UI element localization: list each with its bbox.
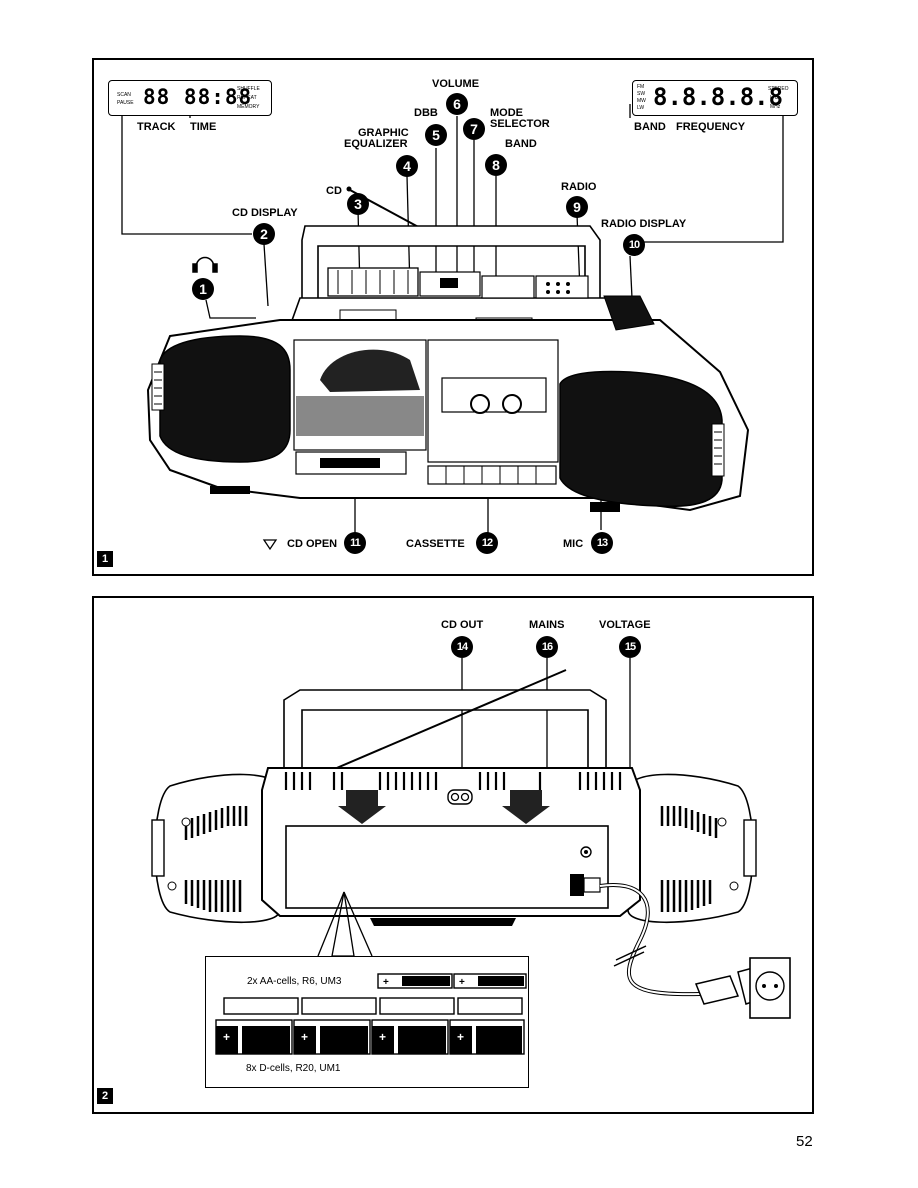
radio-display-illustration: FM SW MW LW 8.8.8.8.8 STEREO kHz MHz: [632, 80, 798, 116]
svg-text:+: +: [379, 1030, 386, 1044]
callout-8: 8: [485, 154, 507, 176]
callout-11: 11: [344, 532, 366, 554]
label-selector: SELECTOR: [490, 118, 550, 130]
cd-indicator-repeat: REPEAT: [237, 95, 257, 101]
callout-16: 16: [536, 636, 558, 658]
cd-indicator-shuffle: SHUFFLE: [237, 86, 260, 92]
label-volume: VOLUME: [432, 78, 480, 90]
radio-indicator-mw: MW: [637, 98, 646, 104]
svg-text:+: +: [301, 1030, 308, 1044]
frequency-label: FREQUENCY: [676, 121, 746, 133]
page-number: 52: [796, 1133, 813, 1150]
battery-d-label: 8x D-cells, R20, UM1: [246, 1063, 341, 1074]
label-mic: MIC: [563, 538, 584, 550]
svg-text:+: +: [457, 1030, 464, 1044]
label-mains: MAINS: [529, 619, 565, 631]
label-cd-out: CD OUT: [441, 619, 484, 631]
callout-7: 7: [463, 118, 485, 140]
cd-indicator-pause: PAUSE: [117, 100, 134, 106]
radio-indicator-fm: FM: [637, 84, 645, 90]
track-label: TRACK: [137, 121, 176, 133]
label-cd: CD: [326, 185, 342, 197]
radio-indicator-stereo: STEREO: [768, 86, 789, 92]
cd-indicator-memory: MEMORY: [237, 104, 260, 110]
label-radio: RADIO: [561, 181, 597, 193]
cd-indicator-scan: SCAN: [117, 92, 131, 98]
label-cd-open: CD OPEN: [287, 538, 338, 550]
callout-3: 3: [347, 193, 369, 215]
time-label: TIME: [190, 121, 217, 133]
battery-aa-label: 2x AA-cells, R6, UM3: [247, 976, 342, 987]
label-mode: MODE: [490, 107, 523, 119]
figure-1-number: 1: [97, 551, 113, 567]
figure-2-number: 2: [97, 1088, 113, 1104]
band-label: BAND: [634, 121, 666, 133]
svg-text:+: +: [383, 977, 389, 988]
label-dbb: DBB: [414, 107, 438, 119]
label-graphic: GRAPHIC: [358, 127, 409, 139]
callout-14: 14: [451, 636, 473, 658]
cd-display-illustration: SCAN PAUSE 88 88:88 SHUFFLE REPEAT MEMOR…: [108, 80, 272, 116]
svg-text:+: +: [223, 1030, 230, 1044]
callout-13: 13: [591, 532, 613, 554]
radio-indicator-lw: LW: [637, 105, 645, 111]
svg-text:+: +: [459, 977, 465, 988]
callout-9: 9: [566, 196, 588, 218]
radio-indicator-sw: SW: [637, 91, 646, 97]
label-cassette: CASSETTE: [406, 538, 465, 550]
callout-4: 4: [396, 155, 418, 177]
callout-5: 5: [425, 124, 447, 146]
callout-2: 2: [253, 223, 275, 245]
radio-indicator-mhz: MHz: [770, 104, 781, 110]
callout-10: 10: [623, 234, 645, 256]
headphones-icon: [192, 256, 218, 273]
cd-display-digits: 88 88:88: [143, 85, 253, 109]
label-radio-display: RADIO DISPLAY: [601, 218, 687, 230]
callout-12: 12: [476, 532, 498, 554]
radio-display-digits: 8.8.8.8.8: [653, 83, 784, 111]
callout-6: 6: [446, 93, 468, 115]
radio-indicator-khz: kHz: [770, 95, 779, 101]
label-band: BAND: [505, 138, 537, 150]
label-equalizer: EQUALIZER: [344, 138, 408, 150]
label-cd-display: CD DISPLAY: [232, 207, 298, 219]
label-voltage: VOLTAGE: [599, 619, 651, 631]
callout-1: 1: [192, 278, 214, 300]
callout-15: 15: [619, 636, 641, 658]
